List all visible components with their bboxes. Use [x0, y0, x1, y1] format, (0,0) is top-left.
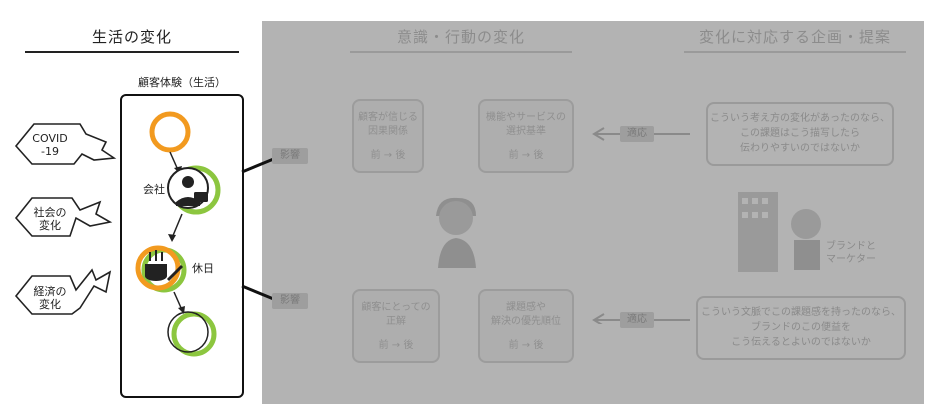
life-timeline	[135, 111, 221, 357]
adapt-tag-top: 適応	[620, 126, 654, 142]
economy-shape	[14, 268, 112, 315]
label-company: 会社	[143, 183, 165, 196]
awareness-box-selection: 機能やサービスの 選択基準 前 → 後	[478, 99, 574, 173]
timeline-circle-last-inner	[167, 311, 209, 353]
header-divider-left	[25, 51, 239, 53]
awareness-box-priority: 課題感や 解決の優先順位 前 → 後	[478, 289, 574, 363]
header-awareness-change: 意識・行動の変化	[396, 28, 525, 46]
social-shape	[14, 197, 113, 237]
influence-tag-top: 影響	[272, 148, 308, 164]
adapt-tag-bottom: 適応	[620, 312, 654, 328]
factor-economy-label: 経済の変化	[33, 285, 67, 311]
building-marketer-icon	[738, 192, 821, 272]
briefcase-icon	[194, 192, 208, 202]
external-factors	[14, 123, 117, 315]
customer-person-icon	[436, 197, 476, 268]
proposal-bubble-top: こういう考え方の変化があったのなら、 この課題はこう描写したら 伝わりやすいので…	[706, 102, 894, 166]
header-planning: 変化に対応する企画・提案	[698, 28, 891, 46]
label-holiday: 休日	[192, 262, 214, 275]
marketer-icon	[791, 209, 821, 239]
header-divider-right	[684, 51, 906, 53]
party-horn-icon	[166, 264, 184, 282]
influence-connectors	[241, 156, 277, 302]
covid-shape	[14, 123, 117, 165]
brand-marketer-label: ブランドとマーケター	[826, 241, 876, 265]
awareness-box-correct: 顧客にとっての 正解 前 → 後	[352, 289, 440, 363]
factor-social-label: 社会の変化	[33, 206, 67, 232]
timeline-circle-1	[149, 111, 191, 153]
person-icon-head	[182, 176, 194, 188]
proposal-bubble-bottom: こういう文脈でこの課題感を持ったのなら、 ブランドのこの便益を こう伝えるとよい…	[696, 296, 906, 360]
adapt-arrows	[592, 127, 690, 324]
awareness-box-causality: 顧客が信じる 因果関係 前 → 後	[352, 99, 424, 173]
building-icon	[738, 192, 778, 272]
customer-experience-label: 顧客体験（生活）	[138, 76, 226, 89]
header-life-change: 生活の変化	[91, 28, 172, 46]
header-divider-middle	[350, 51, 572, 53]
factor-covid-label: COVID-19	[32, 132, 68, 158]
influence-tag-bottom: 影響	[272, 293, 308, 309]
